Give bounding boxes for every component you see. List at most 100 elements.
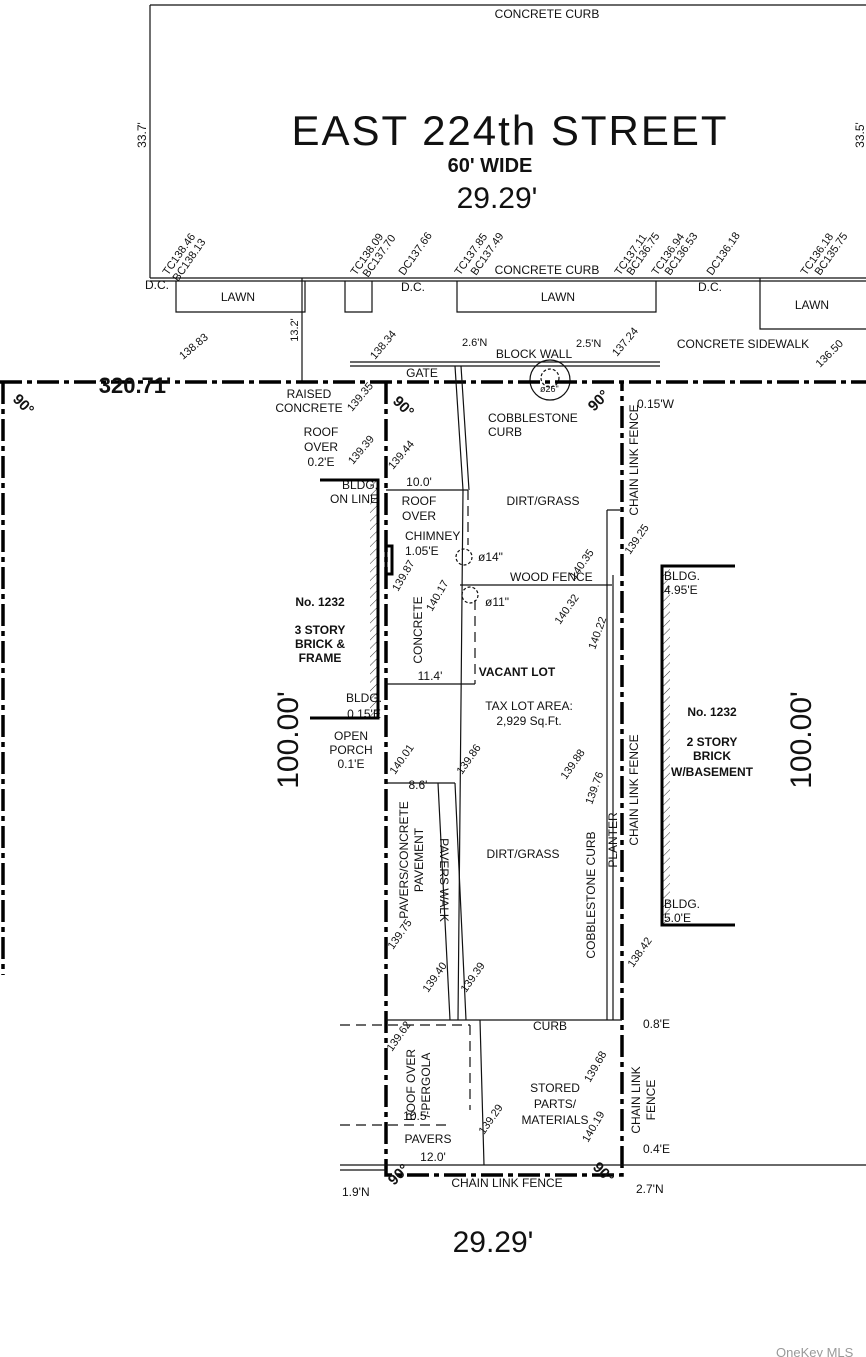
survey-label: 139.44 bbox=[386, 438, 417, 471]
survey-label: 10.0' bbox=[406, 475, 432, 489]
survey-label: FRAME bbox=[299, 651, 342, 665]
elevation: 138.83 bbox=[177, 331, 210, 362]
survey-label: OVER bbox=[304, 440, 338, 454]
survey-label: COBBLESTONE bbox=[488, 411, 578, 425]
angle-label: 90° bbox=[9, 391, 37, 419]
survey-label: PAVERS WALK bbox=[437, 838, 451, 922]
elevation: 136.50 bbox=[814, 338, 846, 370]
survey-label: 0.15'W bbox=[637, 397, 675, 411]
street-name: EAST 224th STREET bbox=[291, 107, 728, 154]
survey-label: 3 STORY bbox=[295, 623, 346, 637]
side-dim: 100.00' bbox=[272, 691, 305, 789]
survey-label: 139.76 bbox=[584, 770, 607, 806]
survey-label: 139.86 bbox=[455, 742, 484, 776]
survey-label: PARTS/ bbox=[534, 1097, 577, 1111]
left-street-dim: 33.7' bbox=[135, 122, 149, 148]
survey-label: CONCRETE bbox=[411, 596, 425, 663]
survey-label: No. 1232 bbox=[687, 705, 737, 719]
lawn-label: LAWN bbox=[221, 290, 255, 304]
property-lines: 320.71' 90° 90° 90° 90° 90° 100.00' 100.… bbox=[0, 373, 866, 1259]
survey-label: 140.22 bbox=[587, 615, 610, 651]
survey-label: 139.75 bbox=[386, 917, 415, 951]
survey-label: W/BASEMENT bbox=[671, 765, 754, 779]
survey-label: WOOD FENCE bbox=[510, 570, 593, 584]
survey-label: / PERGOLA bbox=[419, 1053, 433, 1118]
vacant-lot-label: VACANT LOT bbox=[479, 665, 556, 679]
angle-label: 90° bbox=[389, 393, 417, 421]
survey-label: RAISED bbox=[287, 387, 332, 401]
survey-label: FENCE bbox=[644, 1080, 658, 1121]
frontage-dim: 29.29' bbox=[457, 182, 538, 215]
watermark: OneKey MLS bbox=[776, 1345, 854, 1357]
survey-label: 139.68 bbox=[582, 1049, 609, 1084]
survey-label: 1.05'E bbox=[405, 544, 439, 558]
survey-label: 139.29 bbox=[477, 1102, 506, 1136]
lot-labels: RAISED CONCRETE COBBLESTONE CURB ROOF OV… bbox=[275, 387, 674, 1199]
survey-label: 138.42 bbox=[626, 935, 655, 969]
survey-label: CURB bbox=[533, 1019, 567, 1033]
lawn-label: LAWN bbox=[541, 290, 575, 304]
survey-label: 139.88 bbox=[559, 747, 588, 781]
rear-dim: 29.29' bbox=[453, 1226, 534, 1259]
survey-label: 0.8'E bbox=[643, 1017, 670, 1031]
sidewalk-label: CONCRETE SIDEWALK bbox=[677, 337, 809, 351]
survey-label: No. 1232 bbox=[295, 595, 345, 609]
survey-label: ROOF OVER bbox=[404, 1049, 418, 1121]
survey-label: PAVEMENT bbox=[412, 827, 426, 892]
side-dim: 100.00' bbox=[785, 691, 818, 789]
survey-label: CHAIN LINK FENCE bbox=[627, 734, 641, 845]
dc-label: D.C. bbox=[698, 280, 722, 294]
area-value: 2,929 Sq.Ft. bbox=[496, 714, 561, 728]
tree-label: ø26" bbox=[540, 384, 559, 394]
survey-label: CONCRETE bbox=[275, 401, 342, 415]
neighbor-left: No. 1232 3 STORY bbox=[295, 478, 380, 720]
survey-label: 0.1'E bbox=[338, 757, 365, 771]
block-wall-label: BLOCK WALL bbox=[496, 347, 573, 361]
neighbor-left-labels: 3 STORY BRICK & FRAME bbox=[295, 623, 346, 665]
dc-label: D.C. bbox=[401, 280, 425, 294]
survey-label: ø11" bbox=[485, 595, 509, 609]
survey-label: DIRT/GRASS bbox=[506, 494, 579, 508]
survey-label: COBBLESTONE CURB bbox=[584, 831, 598, 958]
survey-label: PAVERS/CONCRETE bbox=[397, 801, 411, 919]
survey-label: OVER bbox=[402, 509, 436, 523]
offset-dim: 13.2' bbox=[289, 318, 301, 342]
elevation: 137.24 bbox=[610, 325, 641, 358]
survey-label: 5.0'E bbox=[664, 911, 691, 925]
dc-label: D.C. bbox=[145, 278, 169, 292]
survey-label: CHAIN LINK FENCE bbox=[627, 404, 641, 515]
offset-label: 2.6'N bbox=[462, 337, 487, 349]
survey-label: CHAIN LINK FENCE bbox=[451, 1176, 562, 1190]
area-label: TAX LOT AREA: bbox=[485, 699, 573, 713]
survey-label: 140.01 bbox=[388, 742, 417, 776]
survey-label: ROOF bbox=[304, 425, 339, 439]
survey-label: 140.32 bbox=[553, 592, 582, 626]
survey-label: OPEN bbox=[334, 729, 368, 743]
survey-label: ON LINE bbox=[330, 492, 378, 506]
survey-label: 139.35 bbox=[345, 380, 376, 413]
survey-label: CHAIN LINK bbox=[629, 1066, 643, 1133]
survey-label: 2 STORY bbox=[687, 735, 738, 749]
survey-label: ROOF bbox=[402, 494, 437, 508]
angle-label: 90° bbox=[585, 387, 613, 415]
elevation: 138.34 bbox=[368, 328, 399, 361]
survey-label: PLANTER bbox=[606, 812, 620, 868]
offset-label: 2.5'N bbox=[576, 338, 601, 350]
survey-label: 10.5' bbox=[403, 1109, 429, 1123]
survey-label: BLDG. bbox=[664, 569, 700, 583]
survey-label: 8.6' bbox=[409, 778, 428, 792]
distance-dim: 320.71' bbox=[99, 373, 172, 398]
survey-label: 139.87 bbox=[390, 558, 417, 593]
survey-label: 139.25 bbox=[623, 522, 652, 556]
survey-label: MATERIALS bbox=[521, 1113, 588, 1127]
angle-label: 90° bbox=[589, 1159, 617, 1187]
lawn-label: LAWN bbox=[795, 298, 829, 312]
survey-label: 4.95'E bbox=[664, 583, 698, 597]
survey-label: 139.39 bbox=[346, 433, 377, 466]
survey-label: 139.40 bbox=[421, 960, 450, 994]
survey-label: 12.0' bbox=[420, 1150, 446, 1164]
survey-label: 11.4' bbox=[418, 669, 443, 683]
right-street-dim: 33.5' bbox=[853, 122, 866, 148]
survey-label: 0.2'E bbox=[308, 455, 335, 469]
